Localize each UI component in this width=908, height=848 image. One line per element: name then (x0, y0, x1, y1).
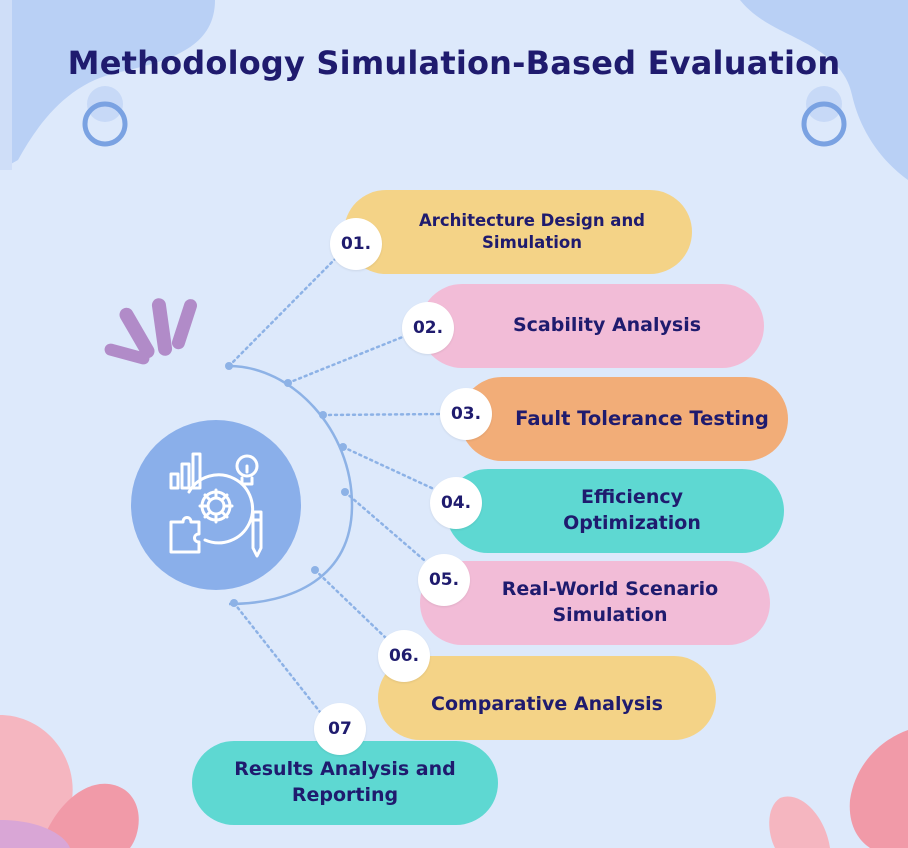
step-03-label: Fault Tolerance Testing (515, 406, 769, 430)
step-02-number: 02. (402, 302, 454, 354)
blob-top-left (0, 0, 215, 170)
page-title: Methodology Simulation-Based Evaluation (67, 44, 841, 82)
connector-dot-1 (225, 362, 233, 370)
flower-bottom-left (0, 715, 139, 848)
step-06-pill: Comparative Analysis (378, 656, 716, 740)
analytics-gear-icon (169, 452, 263, 558)
connector-line-6 (313, 568, 390, 642)
step-07-label: Results Analysis and Reporting (234, 758, 456, 806)
flower-bottom-right (769, 730, 908, 848)
ring-right (801, 101, 847, 147)
step-01-label: Architecture Design and Simulation (418, 210, 645, 252)
connector-dot-6 (311, 566, 319, 574)
purple-strokes (104, 298, 198, 365)
connectors-group (225, 252, 448, 714)
connector-line-3 (321, 412, 448, 417)
connector-arc (228, 364, 354, 606)
step-07-number: 07 (314, 703, 366, 755)
methodology-hub (131, 420, 301, 590)
step-03-number: 03. (440, 388, 492, 440)
ring-left (82, 101, 128, 147)
step-05-pill: Real-World Scenario Simulation (420, 561, 770, 645)
connector-line-4 (341, 445, 438, 492)
step-04-pill: Efficiency Optimization (446, 469, 784, 553)
connector-line-7 (232, 601, 322, 714)
step-05-label: Real-World Scenario Simulation (501, 578, 719, 626)
connector-dot-3 (319, 411, 327, 419)
blob-top-right (740, 0, 908, 180)
connector-dot-7 (230, 599, 238, 607)
step-04-label: Efficiency Optimization (563, 486, 701, 534)
step-04-number: 04. (430, 477, 482, 529)
connector-line-1 (227, 252, 342, 368)
blob-top-left-edge (0, 0, 12, 170)
step-06-number: 06. (378, 630, 430, 682)
connector-dot-2 (284, 379, 292, 387)
step-07-pill: Results Analysis and Reporting (192, 741, 498, 825)
connector-dot-5 (341, 488, 349, 496)
step-06-label: Comparative Analysis (431, 693, 663, 716)
step-01-pill: Architecture Design and Simulation (344, 190, 692, 274)
step-02-pill: Scability Analysis (420, 284, 764, 368)
connector-line-2 (286, 332, 412, 385)
connector-line-5 (343, 490, 426, 562)
step-05-number: 05. (418, 554, 470, 606)
step-01-number: 01. (330, 218, 382, 270)
step-03-pill: Fault Tolerance Testing (460, 377, 788, 461)
step-02-label: Scability Analysis (512, 314, 702, 337)
connector-dot-4 (339, 443, 347, 451)
